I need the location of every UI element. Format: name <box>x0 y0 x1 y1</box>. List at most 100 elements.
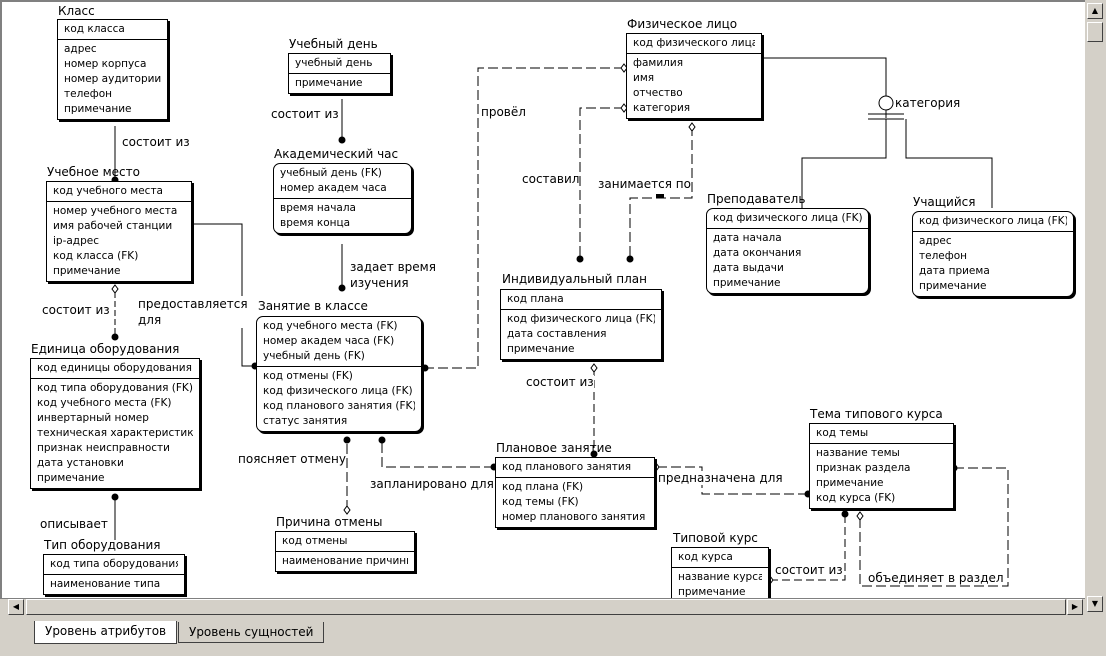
entity-title: Индивидуальный план <box>502 272 647 286</box>
entity-keys: код типа оборудования <box>44 555 184 574</box>
scroll-thumb[interactable] <box>1087 22 1103 42</box>
attribute-row: код курса (FK) <box>816 492 896 504</box>
attribute-row: код класса (FK) <box>53 250 139 262</box>
attribute-row: признак неисправности <box>37 442 170 454</box>
attribute-row: статус занятия <box>263 415 348 427</box>
attribute-row: признак раздела <box>816 462 911 474</box>
attribute-row: имя <box>633 72 655 84</box>
attribute-row: код учебного места (FK) <box>37 397 172 409</box>
attribute-row: код типа оборудования <box>50 558 178 570</box>
rel-fiz-plan-2 <box>629 126 693 259</box>
entity-attributes: примечание <box>289 73 390 93</box>
attribute-row: техническая характеристика <box>37 427 193 439</box>
scroll-right-icon[interactable]: ▶ <box>1067 599 1083 615</box>
entity-zanyatie[interactable]: код учебного места (FK)номер академ часа… <box>256 316 422 432</box>
vertical-scrollbar[interactable]: ▲ ▼ <box>1085 0 1106 612</box>
rel-label-tema-planovoe: предназначена для <box>658 471 783 485</box>
attribute-row: учебный день <box>295 57 373 69</box>
entity-title: Причина отмены <box>276 515 383 529</box>
attribute-row: время начала <box>280 202 356 214</box>
entity-planovoe-zanyatie[interactable]: код планового занятия код плана (FK) код … <box>495 457 655 528</box>
attribute-row: код учебного места (FK) <box>263 320 398 332</box>
attribute-row: фамилия <box>633 57 684 69</box>
rel-kategoriya <box>762 57 887 118</box>
horizontal-scrollbar[interactable]: ◀ ▶ <box>0 598 1085 616</box>
entity-keys: код единицы оборудования <box>31 359 199 378</box>
entity-attributes: наименование причины <box>276 551 414 571</box>
entity-ind-plan[interactable]: код плана код физического лица (FK)дата … <box>500 289 662 360</box>
attribute-row: код класса <box>64 23 125 35</box>
entity-title: Занятие в классе <box>258 299 368 313</box>
rel-label-fiz-plan-sostavil: составил <box>522 172 580 186</box>
attribute-row: примечание <box>919 280 987 292</box>
attribute-row: время конца <box>280 217 351 229</box>
tab-attribute-level[interactable]: Уровень атрибутов <box>34 621 178 644</box>
entity-title: Академический час <box>274 147 399 161</box>
entity-uchebny-den[interactable]: учебный день примечание <box>288 53 391 94</box>
attribute-row: код физического лица (FK) <box>263 385 413 397</box>
scroll-down-icon[interactable]: ▼ <box>1087 596 1103 612</box>
entity-title: Учебное место <box>47 165 140 179</box>
attribute-row: код темы (FK) <box>502 496 579 508</box>
attribute-row: телефон <box>919 250 968 262</box>
entity-title: Типовой курс <box>673 531 758 545</box>
attribute-row: учебный день (FK) <box>263 350 365 362</box>
rel-label-mesto-zanyatie: предоставляется для <box>138 296 248 328</box>
attribute-row: код курса <box>678 551 733 563</box>
attribute-row: код типа оборудования (FK) <box>37 382 193 394</box>
scroll-thumb[interactable] <box>26 599 1066 615</box>
attribute-row: код отмены (FK) <box>263 370 353 382</box>
entity-prichina-otmeny[interactable]: код отмены наименование причины <box>275 531 415 572</box>
rel-label-tip-edinica: описывает <box>40 517 108 531</box>
attribute-row: номер академ часа <box>280 182 387 194</box>
rel-label-mesto-edinica: состоит из <box>42 303 110 317</box>
entity-title: Физическое лицо <box>627 17 738 31</box>
scroll-left-icon[interactable]: ◀ <box>8 599 24 615</box>
entity-keys: код отмены <box>276 532 414 551</box>
attribute-row: примечание <box>678 586 746 598</box>
attribute-row: наименование типа <box>50 578 161 590</box>
attribute-row: дата окончания <box>713 247 802 259</box>
entity-title: Тип оборудования <box>44 538 161 552</box>
attribute-row: отчество <box>633 87 683 99</box>
rel-label-prichina-zanyatie: поясняет отмену <box>238 452 346 466</box>
attribute-row: код физического лица (FK) <box>713 212 862 224</box>
attribute-row: код отмены <box>282 535 348 547</box>
entity-akadem-chas[interactable]: учебный день (FK) номер академ часа время… <box>273 163 412 234</box>
attribute-row: дата установки <box>37 457 124 469</box>
tab-entity-level[interactable]: Уровень сущностей <box>178 622 325 643</box>
entity-keys: учебный день <box>289 54 390 73</box>
entity-keys: код физического лица <box>627 34 761 53</box>
scroll-up-icon[interactable]: ▲ <box>1087 3 1103 19</box>
entity-edinica[interactable]: код единицы оборудования код типа оборуд… <box>30 358 200 489</box>
attribute-row: примечание <box>53 265 121 277</box>
entity-title: Класс <box>58 4 95 18</box>
attribute-row: код физического лица (FK) <box>507 313 655 325</box>
relationship-lines <box>111 57 1009 587</box>
entity-attributes: время начала время конца <box>274 198 411 233</box>
attribute-row: код плана (FK) <box>502 481 584 493</box>
attribute-row: код планового занятия <box>502 461 632 473</box>
attribute-row: учебный день (FK) <box>280 167 382 179</box>
rel-label-fiz-plan-zanimaetsya: занимается по <box>598 177 691 191</box>
entity-keys: код учебного места <box>47 182 191 201</box>
rel-mesto-zanyatie <box>192 223 255 367</box>
rel-label-tema-razdel: объединяет в раздел <box>868 571 1004 585</box>
entity-tip-oborudovaniya[interactable]: код типа оборудования наименование типа <box>43 554 185 595</box>
attribute-row: код планового занятия (FK) <box>263 400 415 412</box>
attribute-row: номер корпуса <box>64 58 147 70</box>
attribute-row: имя рабочей станции <box>53 220 173 232</box>
rel-tema-razdel <box>859 467 1009 587</box>
tab-bar: Уровень атрибутов Уровень сущностей <box>0 616 1106 656</box>
